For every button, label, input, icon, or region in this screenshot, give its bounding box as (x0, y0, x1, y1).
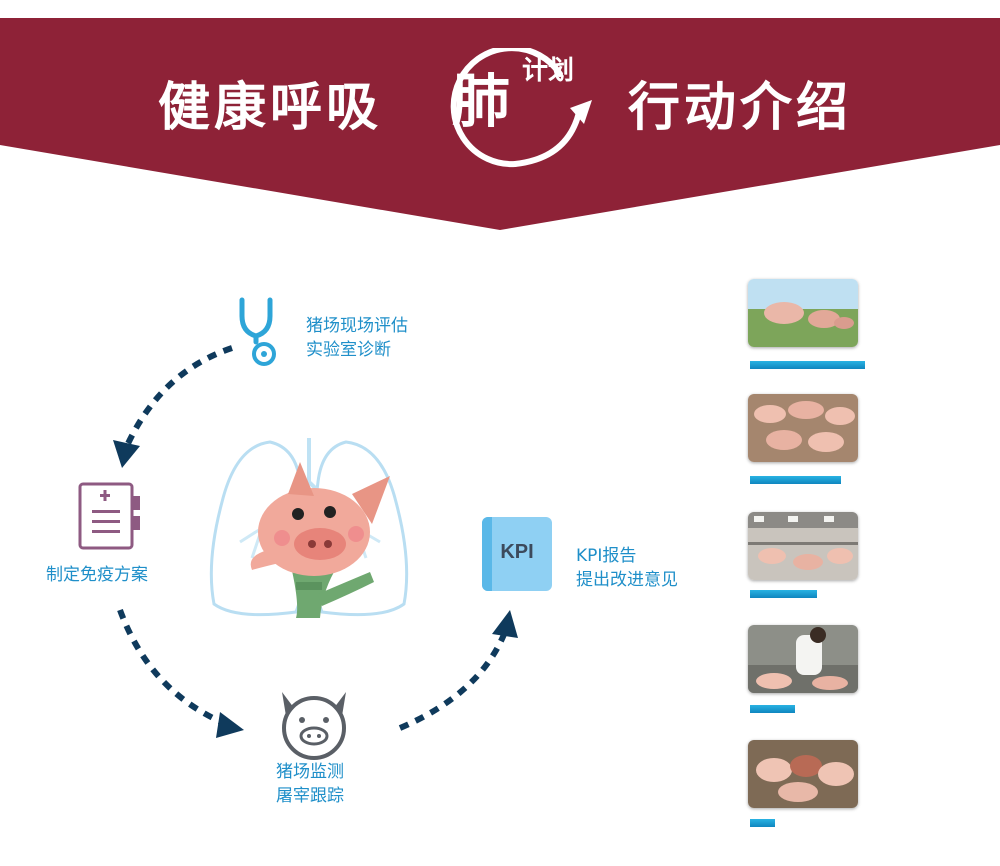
step-assess-text: 猪场现场评估 实验室诊断 (306, 314, 408, 362)
step-kpi-line2: 提出改进意见 (576, 570, 678, 590)
lungs-pig-mascot (209, 438, 409, 618)
photo-bar-2 (750, 476, 841, 484)
step-kpi-text: KPI报告 提出改进意见 (576, 544, 678, 592)
photo-bar-4 (750, 705, 795, 713)
stethoscope-icon (239, 297, 276, 366)
step-plan-text: 制定免疫方案 (46, 563, 148, 587)
piglets-photo (748, 740, 858, 808)
kpi-box-label: KPI (500, 541, 534, 563)
arrow-plan-to-monitor (117, 608, 244, 738)
step-assess-line1: 猪场现场评估 (306, 316, 408, 336)
title-right: 行动介绍 (628, 78, 853, 138)
logo-sub-text: 计划 (522, 56, 575, 86)
clipboard-plan-icon (78, 482, 140, 550)
vet-inspection-photo (748, 625, 858, 693)
step-monitor-line2: 屠宰跟踪 (276, 786, 344, 806)
logo-circle-arrow-icon (450, 48, 592, 168)
logo-main-text: 肺 (452, 67, 511, 135)
photo-bar-5 (750, 819, 775, 827)
arrow-monitor-to-kpi (398, 610, 518, 731)
banner-shape (0, 18, 1000, 230)
cycle-diagram (78, 297, 518, 760)
photo-bar-3 (750, 590, 817, 598)
step-kpi-line1: KPI报告 (576, 546, 637, 566)
pig-barn-photo (748, 512, 858, 580)
step-assess-line2: 实验室诊断 (306, 340, 391, 360)
kpi-strip (482, 517, 492, 591)
pig-pen-photo (748, 394, 858, 462)
pig-field-photo (748, 279, 858, 347)
step-monitor-line1: 猪场监测 (276, 762, 344, 782)
arrow-assess-to-plan (113, 345, 233, 468)
header-banner (0, 0, 1000, 232)
title-left: 健康呼吸 (158, 78, 383, 138)
kpi-document-icon: KPI (482, 517, 552, 591)
photo-bar-1 (750, 361, 865, 369)
pig-face-icon (282, 692, 346, 760)
step-plan-line1: 制定免疫方案 (46, 565, 148, 585)
step-monitor-text: 猪场监测 屠宰跟踪 (276, 760, 344, 808)
